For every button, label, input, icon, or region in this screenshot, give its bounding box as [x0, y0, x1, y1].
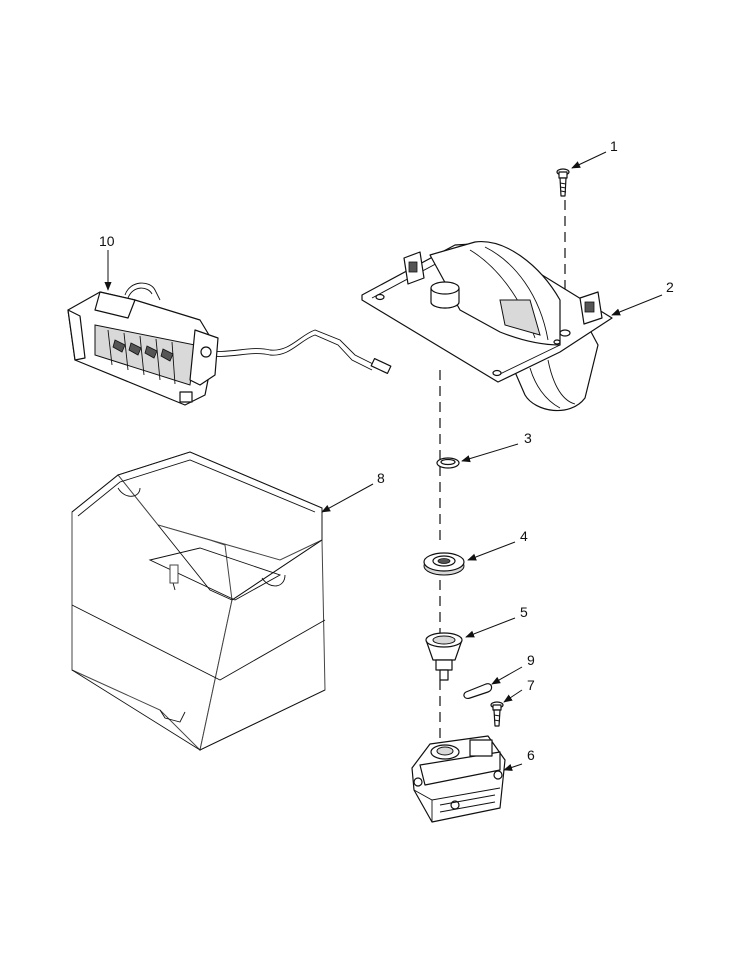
leader-4	[467, 541, 516, 561]
part-10-icemaker	[67, 282, 392, 406]
part-4-bearing	[423, 552, 465, 576]
leader-3	[461, 443, 519, 463]
leader-8	[321, 483, 374, 513]
callout-8: 8	[377, 470, 385, 486]
leader-7	[503, 689, 523, 703]
leader-5	[465, 617, 516, 638]
callout-5: 5	[520, 604, 528, 620]
part-5-coupler	[425, 632, 463, 681]
callout-1: 1	[610, 138, 618, 154]
part-9-pin	[463, 683, 493, 699]
callout-6: 6	[527, 747, 535, 763]
callout-4: 4	[520, 528, 528, 544]
leader-9	[491, 666, 523, 685]
part-7-screw	[490, 701, 504, 727]
part-8-ice-bin	[71, 451, 326, 752]
callout-3: 3	[524, 430, 532, 446]
callout-2: 2	[666, 279, 674, 295]
callout-10: 10	[99, 233, 115, 249]
leader-6	[503, 763, 523, 771]
part-1-screw	[556, 168, 570, 197]
leader-lines	[104, 151, 663, 771]
leader-1	[571, 151, 607, 169]
callout-labels: 1 2 3 4 5 6 7 8 9 10	[99, 138, 674, 763]
callout-7: 7	[527, 677, 535, 693]
callout-9: 9	[527, 652, 535, 668]
leader-2	[611, 294, 663, 316]
part-3-washer	[436, 457, 460, 469]
part-2-housing	[361, 241, 613, 412]
part-6-motor	[411, 735, 506, 823]
